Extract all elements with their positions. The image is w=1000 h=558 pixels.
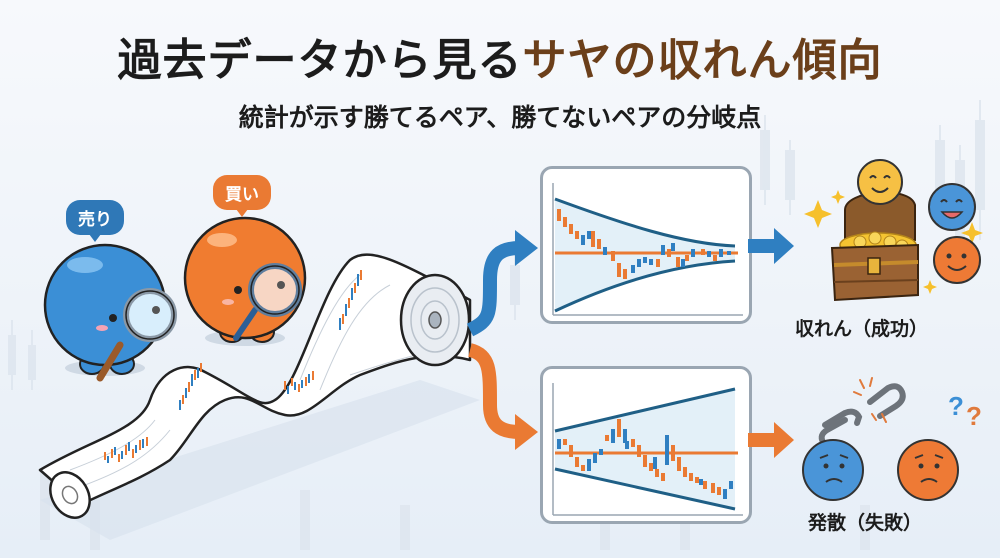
worried-orange-face-icon <box>897 439 959 501</box>
convergence-success-label: 収れん（成功） <box>795 318 929 340</box>
question-mark-blue-icon: ? <box>948 391 964 421</box>
fail-arrow-icon <box>748 422 794 458</box>
scroll-and-characters-illustration <box>38 216 480 540</box>
happy-orange-face-icon <box>933 236 981 284</box>
divergence-chart-panel <box>540 366 752 524</box>
page-title: 過去データから見るサヤの収れん傾向 <box>0 24 1000 88</box>
branch-arrows <box>466 230 538 450</box>
success-arrow-icon <box>748 228 794 264</box>
question-mark-orange-icon: ? <box>966 401 982 431</box>
converge-branch-arrow-icon <box>466 241 521 337</box>
buy-character-icon <box>183 216 307 346</box>
break-spark-icon <box>853 377 887 423</box>
treasure-chest-icon <box>830 191 919 302</box>
sparkle-icon <box>804 190 983 294</box>
divergence-fail-label: 発散（失敗） <box>808 512 923 534</box>
sell-character-icon <box>43 243 177 382</box>
happy-yellow-face-icon <box>857 159 903 205</box>
analysis-scene: 売り 買い <box>0 150 540 558</box>
happy-blue-face-icon <box>928 183 976 231</box>
diverge-branch-arrow-icon <box>467 343 521 439</box>
convergence-chart-panel <box>540 166 752 324</box>
broken-chain-icon <box>818 383 906 445</box>
data-scroll-icon <box>38 253 472 519</box>
title-prefix: 過去データから見る <box>117 35 523 86</box>
page-subtitle: 統計が示す勝てるペア、勝てないペアの分岐点 <box>238 103 762 132</box>
fail-illustration: ? ? <box>802 377 982 501</box>
worried-blue-face-icon <box>802 439 864 501</box>
title-accent: サヤの収れん傾向 <box>522 35 883 86</box>
success-illustration <box>804 159 983 302</box>
sell-speech-bubble: 売り <box>66 200 124 242</box>
convergence-chart-icon <box>552 183 743 316</box>
divergence-chart-icon <box>552 383 743 516</box>
buy-speech-bubble: 買い <box>213 175 271 217</box>
